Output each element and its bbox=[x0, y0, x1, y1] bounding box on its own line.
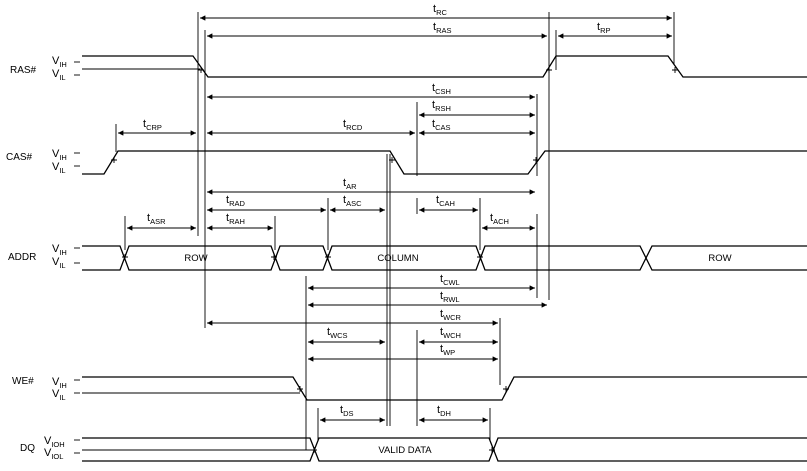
timing-label-dh: tDH bbox=[437, 404, 451, 418]
timing-label-csh: tCSH bbox=[432, 82, 451, 96]
level-label-dq-low: VIOL bbox=[44, 447, 63, 461]
level-guides bbox=[74, 61, 80, 454]
waveform-addr: ROW COLUMN ROW bbox=[82, 245, 807, 271]
timing-label-rad: tRAD bbox=[226, 194, 245, 208]
level-label-cas-high: VIH bbox=[52, 148, 67, 162]
timing-label-asc: tASC bbox=[343, 194, 362, 208]
bus-label-valid-data: VALID DATA bbox=[378, 445, 432, 456]
timing-labels: tRC tRAS tRP tCSH tRSH tCRP tRCD tCAS tA… bbox=[143, 3, 610, 418]
timing-label-wp: tWP bbox=[440, 343, 455, 357]
timing-label-rc: tRC bbox=[433, 3, 447, 17]
timing-label-rwl: tRWL bbox=[440, 290, 460, 304]
signal-name-addr: ADDR bbox=[8, 252, 36, 263]
timing-label-cas: tCAS bbox=[432, 118, 450, 132]
timing-label-rsh: tRSH bbox=[432, 99, 451, 113]
timing-label-ras: tRAS bbox=[433, 21, 451, 35]
timing-label-asr: tASR bbox=[147, 212, 166, 226]
waveform-cas bbox=[82, 150, 807, 175]
signal-name-cas: CAS# bbox=[6, 152, 33, 163]
signal-name-dq: DQ bbox=[20, 443, 35, 454]
timing-label-rah: tRAH bbox=[226, 212, 245, 226]
level-label-we-low: VIL bbox=[52, 388, 66, 402]
waveform-we bbox=[82, 376, 807, 401]
level-label-cas-low: VIL bbox=[52, 161, 66, 175]
timing-label-cwl: tCWL bbox=[440, 273, 460, 287]
waveform-dq: VALID DATA bbox=[82, 437, 807, 462]
reference-lines bbox=[115, 12, 675, 450]
timing-arrows bbox=[118, 15, 672, 423]
waveform-ras bbox=[82, 55, 807, 78]
level-label-ras-low: VIL bbox=[52, 68, 66, 82]
signal-labels: RAS# VIH VIL CAS# VIH VIL ADDR VIH VIL W… bbox=[6, 55, 67, 461]
bus-label-column: COLUMN bbox=[377, 253, 418, 264]
timing-label-wcs: tWCS bbox=[327, 326, 348, 340]
timing-label-ar: tAR bbox=[343, 177, 357, 191]
level-label-addr-high: VIH bbox=[52, 243, 67, 257]
timing-label-cah: tCAH bbox=[436, 194, 455, 208]
timing-label-ds: tDS bbox=[340, 404, 353, 418]
level-label-dq-high: VIOH bbox=[44, 435, 65, 449]
signal-name-we: WE# bbox=[12, 376, 34, 387]
timing-label-ach: tACH bbox=[490, 212, 509, 226]
bus-label-row-2: ROW bbox=[708, 253, 731, 264]
signal-name-ras: RAS# bbox=[10, 65, 37, 76]
bus-label-row-1: ROW bbox=[184, 253, 207, 264]
level-label-addr-low: VIL bbox=[52, 256, 66, 270]
timing-label-rp: tRP bbox=[597, 21, 610, 35]
level-label-we-high: VIH bbox=[52, 376, 67, 390]
timing-label-crp: tCRP bbox=[143, 118, 162, 132]
timing-label-rcd: tRCD bbox=[343, 118, 363, 132]
level-label-ras-high: VIH bbox=[52, 55, 67, 69]
timing-label-wch: tWCH bbox=[440, 326, 461, 340]
timing-label-wcr: tWCR bbox=[440, 308, 462, 322]
